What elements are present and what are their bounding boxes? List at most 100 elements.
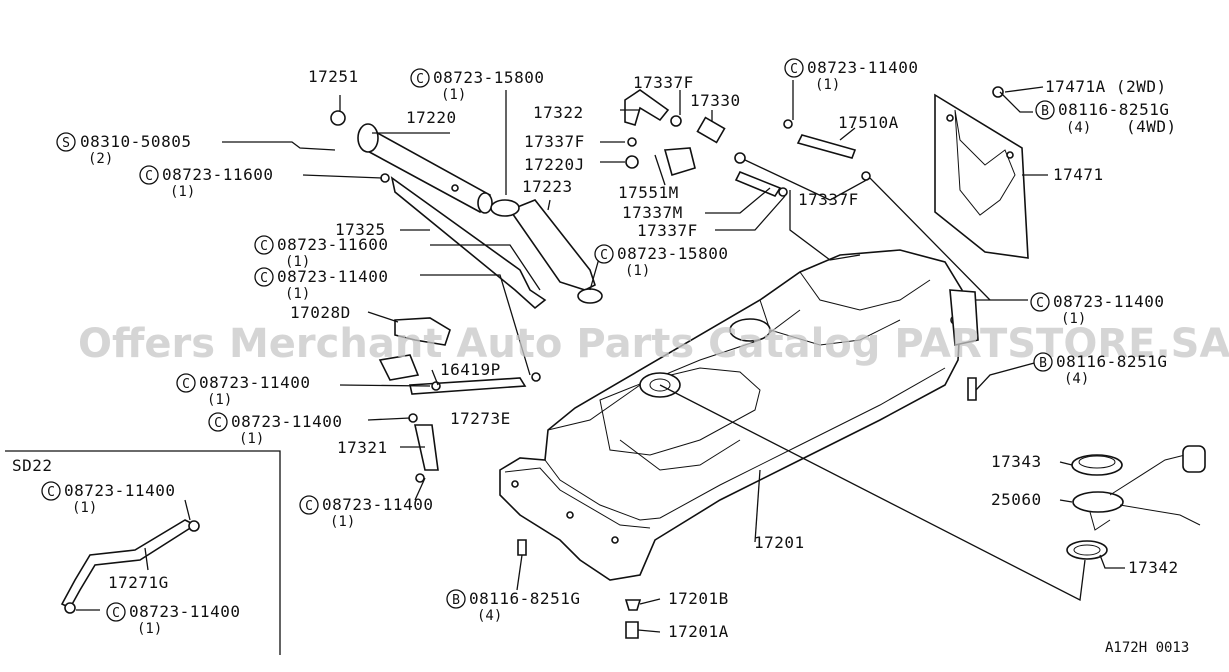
- label-08723-11400: 08723-11400: [64, 481, 175, 500]
- drawing-id: A172H 0013: [1105, 640, 1189, 656]
- symbol-c-icon: C: [139, 165, 159, 185]
- svg-text:C: C: [47, 485, 55, 500]
- label-17551M: 17551M: [618, 183, 679, 202]
- label-08310-50805: 08310-50805: [80, 132, 191, 151]
- label-17471A: 17471A (2WD): [1045, 77, 1167, 96]
- label-17322: 17322: [533, 103, 584, 122]
- qty: (1): [137, 621, 162, 637]
- symbol-c-icon: C: [784, 58, 804, 78]
- symbol-c-icon: C: [254, 267, 274, 287]
- symbol-s-icon: S: [56, 132, 76, 152]
- breather-hoses: [624, 89, 871, 197]
- svg-text:C: C: [145, 169, 153, 184]
- svg-text:C: C: [416, 72, 424, 87]
- part-labels: 17251 C 08723-15800 (1) 17220 S 08310-50…: [12, 58, 1189, 656]
- svg-text:C: C: [214, 416, 222, 431]
- label-17330: 17330: [690, 91, 741, 110]
- svg-text:B: B: [452, 593, 460, 608]
- label-08116-8251G: 08116-8251G: [1056, 352, 1167, 371]
- qty: (1): [72, 500, 97, 516]
- symbol-c-icon: C: [106, 602, 126, 622]
- label-17337F: 17337F: [633, 73, 694, 92]
- svg-text:C: C: [182, 377, 190, 392]
- symbol-b-icon: B: [1033, 352, 1053, 372]
- label-17342: 17342: [1128, 558, 1179, 577]
- svg-text:S: S: [62, 136, 70, 151]
- symbol-c-icon: C: [410, 68, 430, 88]
- qty: (1): [285, 286, 310, 302]
- qty: (4): [1066, 120, 1091, 136]
- label-17510A: 17510A: [838, 113, 899, 132]
- svg-text:C: C: [260, 271, 268, 286]
- symbol-c-icon: C: [176, 373, 196, 393]
- label-17337F: 17337F: [798, 190, 859, 209]
- hose-17223: [490, 199, 603, 304]
- vent-hoses-left: [378, 317, 541, 483]
- label-08723-11400: 08723-11400: [807, 58, 918, 77]
- qty: (1): [1061, 311, 1086, 327]
- tank-gauge-parts: [1066, 445, 1206, 560]
- label-08723-11400: 08723-11400: [322, 495, 433, 514]
- svg-text:C: C: [600, 248, 608, 263]
- qty: (1): [441, 87, 466, 103]
- label-17325: 17325: [335, 220, 386, 239]
- symbol-c-icon: C: [594, 244, 614, 264]
- qty: (1): [815, 77, 840, 93]
- qty: (4): [477, 608, 502, 624]
- qty: (1): [207, 392, 232, 408]
- svg-text:C: C: [305, 499, 313, 514]
- label-25060: 25060: [991, 490, 1042, 509]
- label-17337F: 17337F: [637, 221, 698, 240]
- label-08723-11600: 08723-11600: [277, 235, 388, 254]
- svg-text:B: B: [1039, 356, 1047, 371]
- label-17251: 17251: [308, 67, 359, 86]
- label-17337F: 17337F: [524, 132, 585, 151]
- label-08723-11400: 08723-11400: [231, 412, 342, 431]
- symbol-b-icon: B: [446, 589, 466, 609]
- label-08723-11400: 08723-11400: [1053, 292, 1164, 311]
- qty: (1): [625, 263, 650, 279]
- label-08116-8251G: 08116-8251G: [469, 589, 580, 608]
- svg-text:C: C: [790, 62, 798, 77]
- label-08723-11600: 08723-11600: [162, 165, 273, 184]
- label-17223: 17223: [522, 177, 573, 196]
- label-17271G: 17271G: [108, 573, 169, 592]
- svg-text:C: C: [112, 606, 120, 621]
- symbol-c-icon: C: [1030, 292, 1050, 312]
- label-17201A: 17201A: [668, 622, 729, 641]
- label-08116-8251G: 08116-8251G: [1058, 100, 1169, 119]
- label-17220J: 17220J: [524, 155, 585, 174]
- qty: (1): [170, 184, 195, 200]
- symbol-c-icon: C: [254, 235, 274, 255]
- label-17337M: 17337M: [622, 203, 683, 222]
- label-17343: 17343: [991, 452, 1042, 471]
- label-17201B: 17201B: [668, 589, 729, 608]
- label-08723-15800: 08723-15800: [617, 244, 728, 263]
- label-08723-11400: 08723-11400: [129, 602, 240, 621]
- leader-lines: [222, 80, 1125, 633]
- svg-text:C: C: [1036, 296, 1044, 311]
- label-08723-11400: 08723-11400: [277, 267, 388, 286]
- filler-neck-17220: [330, 110, 547, 310]
- symbol-c-icon: C: [299, 495, 319, 515]
- fuel-tank-17201: [499, 249, 979, 581]
- label-17028D: 17028D: [290, 303, 351, 322]
- label-08723-11400: 08723-11400: [199, 373, 310, 392]
- qty: (4): [1064, 371, 1089, 387]
- qty: (1): [330, 514, 355, 530]
- symbol-c-icon: C: [208, 412, 228, 432]
- qty: (1): [285, 254, 310, 270]
- label-17321: 17321: [337, 438, 388, 457]
- label-17220: 17220: [406, 108, 457, 127]
- qty: (1): [239, 431, 264, 447]
- svg-text:C: C: [260, 239, 268, 254]
- label-16419P: 16419P: [440, 360, 501, 379]
- symbol-c-icon: C: [41, 481, 61, 501]
- bracket-17471: [934, 86, 1029, 259]
- svg-text:B: B: [1041, 104, 1049, 119]
- symbol-b-icon: B: [1035, 100, 1055, 120]
- label-17471: 17471: [1053, 165, 1104, 184]
- qty: (2): [88, 151, 113, 167]
- label-17201: 17201: [754, 533, 805, 552]
